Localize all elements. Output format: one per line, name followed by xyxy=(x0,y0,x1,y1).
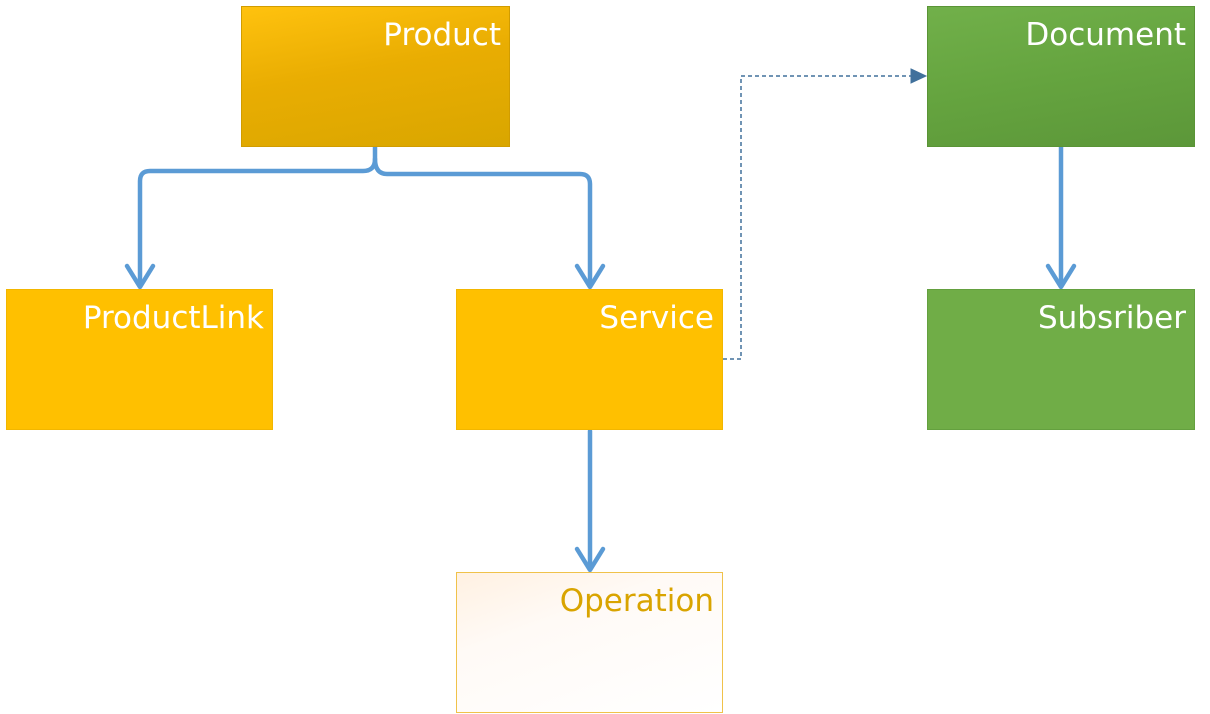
arrowhead-document xyxy=(910,68,928,84)
node-service-label: Service xyxy=(599,300,714,336)
node-product-label: Product xyxy=(383,17,501,53)
arrowhead-subscriber xyxy=(1045,263,1077,290)
edge-product-service xyxy=(372,156,593,289)
node-subscriber[interactable]: Subsriber xyxy=(927,289,1195,430)
edge-service-document xyxy=(723,75,912,360)
node-document[interactable]: Document xyxy=(927,6,1195,147)
node-service[interactable]: Service xyxy=(456,289,723,430)
node-document-label: Document xyxy=(1025,17,1186,53)
node-productlink-label: ProductLink xyxy=(82,300,264,336)
node-product[interactable]: Product xyxy=(241,6,510,147)
node-operation-label: Operation xyxy=(559,583,714,619)
node-productlink[interactable]: ProductLink xyxy=(6,289,273,430)
arrowhead-service xyxy=(574,263,606,290)
arrowhead-productlink xyxy=(124,263,156,290)
node-subscriber-label: Subsriber xyxy=(1037,300,1186,336)
arrowhead-operation xyxy=(574,546,606,573)
node-operation[interactable]: Operation xyxy=(456,572,723,713)
edge-product-productlink xyxy=(137,144,378,289)
